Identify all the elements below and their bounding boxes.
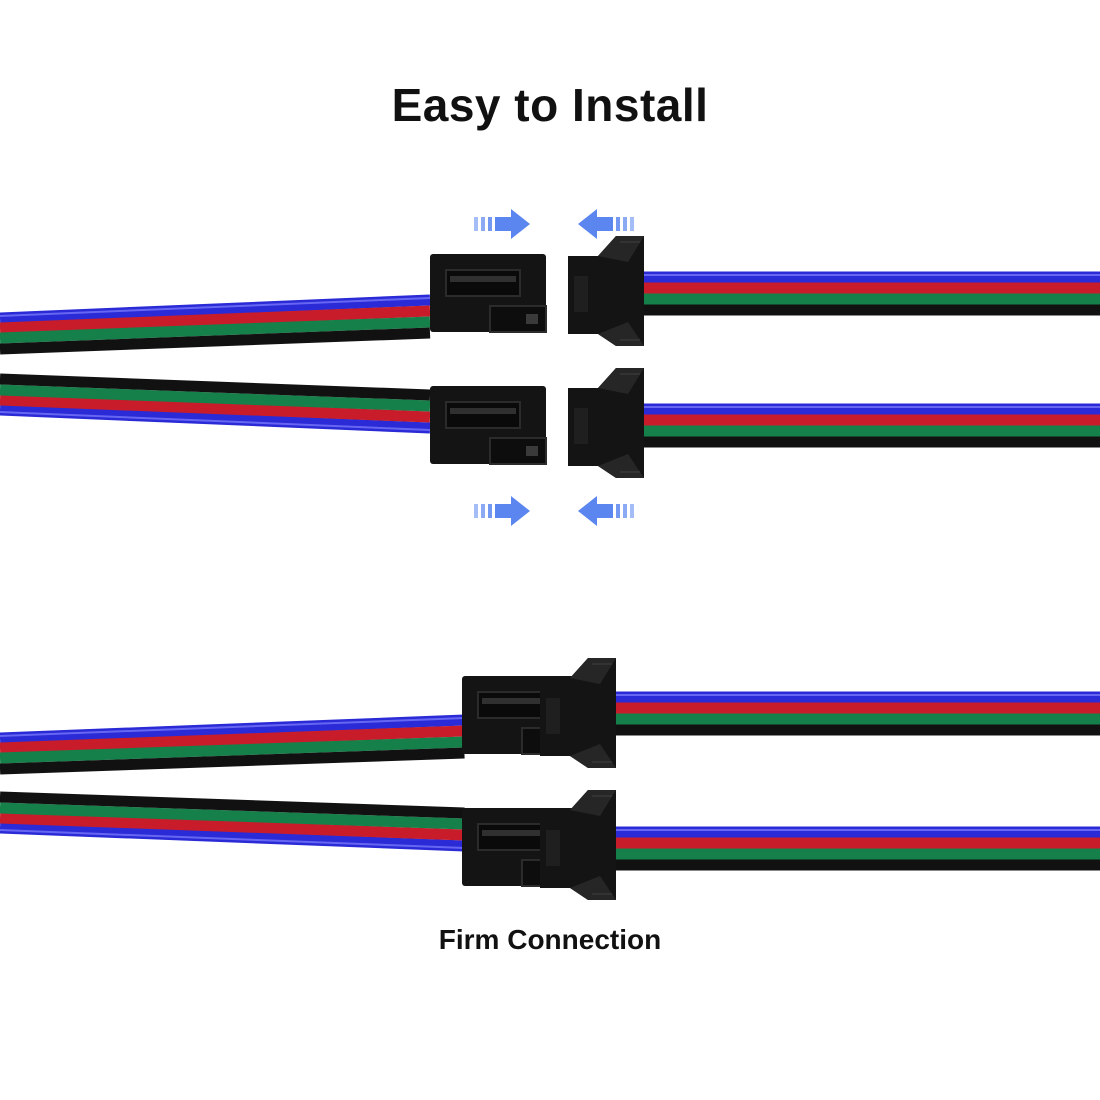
cable-right-3 [608,695,1100,730]
mated-connector-2 [461,789,617,901]
arrow-left-icon [578,496,634,526]
male-connector-2 [429,385,547,465]
cable-left-2 [0,379,430,430]
female-connector-1 [567,235,645,347]
cable-left-3 [0,718,464,769]
cable-right-2 [644,407,1100,442]
arrow-left-icon [578,209,634,239]
page-title: Easy to Install [391,79,709,131]
female-connector-2 [567,367,645,479]
cable-right-4 [608,830,1100,865]
caption: Firm Connection [438,924,662,955]
cable-left-4 [0,797,464,848]
arrow-right-icon [474,496,530,526]
male-connector-1 [429,253,547,333]
cable-right-1 [644,275,1100,310]
arrow-right-icon [474,209,530,239]
cable-left-1 [0,298,430,349]
mated-connector-1 [461,657,617,769]
